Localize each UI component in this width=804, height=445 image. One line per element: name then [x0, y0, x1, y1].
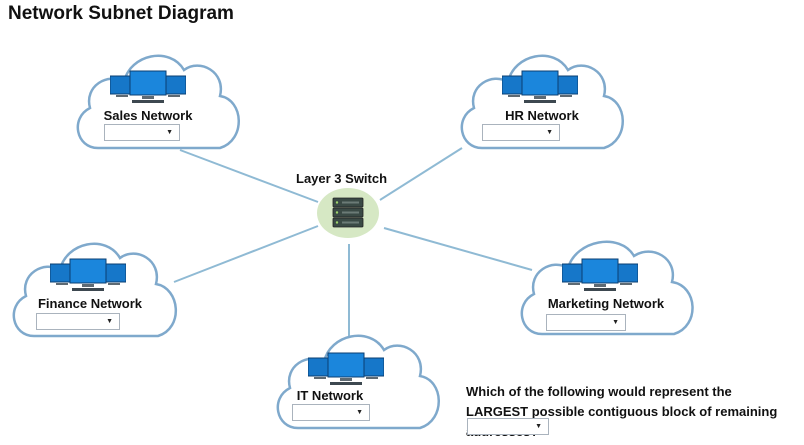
marketing-network-label: Marketing Network [547, 296, 665, 311]
marketing-network-select[interactable]: ▼ [546, 314, 626, 331]
link-sales [179, 149, 319, 203]
chevron-down-icon: ▼ [106, 318, 113, 325]
finance-network-label: Finance Network [37, 296, 143, 311]
link-hr [379, 147, 463, 201]
it-network-label: IT Network [296, 388, 364, 403]
chevron-down-icon: ▼ [546, 129, 553, 136]
chevron-down-icon: ▼ [166, 129, 173, 136]
finance-network-cloud: Finance Network ▼ [4, 228, 186, 346]
link-marketing [383, 227, 533, 271]
hr-network-cloud: HR Network ▼ [452, 40, 632, 158]
question-answer-select[interactable]: ▼ [467, 418, 549, 435]
it-network-cloud: IT Network ▼ [268, 320, 448, 438]
page-title: Network Subnet Diagram [8, 3, 234, 24]
finance-network-select[interactable]: ▼ [36, 313, 120, 330]
it-network-select[interactable]: ▼ [292, 404, 370, 421]
question-text: Which of the following would represent t… [466, 384, 778, 439]
computer-group-icon [502, 70, 578, 103]
sales-network-cloud: Sales Network ▼ [68, 40, 248, 158]
computer-group-icon [562, 258, 638, 291]
computer-group-icon [50, 258, 126, 291]
computer-group-icon [308, 352, 384, 385]
sales-network-select[interactable]: ▼ [104, 124, 180, 141]
chevron-down-icon: ▼ [535, 423, 542, 430]
hr-network-select[interactable]: ▼ [482, 124, 560, 141]
marketing-network-cloud: Marketing Network ▼ [512, 226, 702, 344]
chevron-down-icon: ▼ [356, 409, 363, 416]
cloud-icon [520, 240, 694, 336]
hr-network-label: HR Network [505, 108, 579, 123]
sales-network-label: Sales Network [103, 108, 193, 123]
layer3-switch-icon [317, 188, 379, 238]
chevron-down-icon: ▼ [612, 319, 619, 326]
computer-group-icon [110, 70, 186, 103]
link-finance [173, 225, 319, 283]
switch-label: Layer 3 Switch [296, 171, 388, 186]
